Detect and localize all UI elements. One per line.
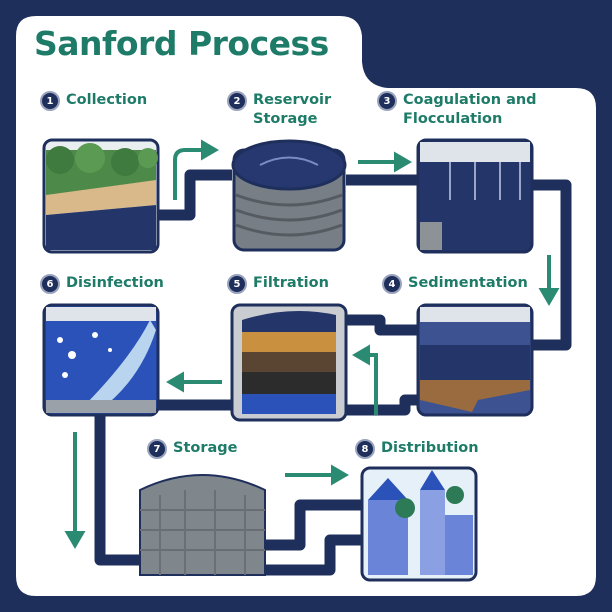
- step-label-line2: Storage: [253, 111, 318, 127]
- step-label: Sedimentation: [408, 275, 528, 291]
- disinfection-tank-image: [42, 303, 160, 417]
- step-label: Disinfection: [66, 275, 164, 291]
- step-filtration: 5 Filtration: [227, 274, 329, 294]
- step-label: Distribution: [381, 440, 479, 456]
- step-label: Filtration: [253, 275, 329, 291]
- pipes: [94, 169, 572, 576]
- coagulation-tank-image: [416, 138, 534, 254]
- step-number: 6: [40, 274, 60, 294]
- step-storage: 7 Storage: [147, 439, 238, 459]
- step-number: 1: [40, 91, 60, 111]
- step-disinfection: 6 Disinfection: [40, 274, 164, 294]
- step-number: 5: [227, 274, 247, 294]
- step-number: 8: [355, 439, 375, 459]
- step-distribution: 8 Distribution: [355, 439, 479, 459]
- step-label: Reservoir: [253, 92, 332, 108]
- storage-tank-image: [139, 474, 266, 576]
- collection-image: [42, 138, 160, 254]
- step-label: Collection: [66, 92, 148, 108]
- filtration-tank-image: [230, 303, 348, 422]
- step-label: Coagulation and: [403, 92, 537, 108]
- page-title: Sanford Process: [34, 24, 329, 63]
- step-number: 7: [147, 439, 167, 459]
- sedimentation-tank-image: [416, 303, 534, 417]
- flow-arrows: [64, 139, 560, 549]
- step-number: 2: [227, 91, 247, 111]
- step-number: 4: [382, 274, 402, 294]
- step-label: Storage: [173, 440, 238, 456]
- reservoir-tank-image: [231, 139, 347, 252]
- step-collection: 1 Collection: [40, 91, 147, 111]
- step-sedimentation: 4 Sedimentation: [382, 274, 528, 294]
- step-number: 3: [377, 91, 397, 111]
- step-label-line2: Flocculation: [403, 111, 503, 127]
- distribution-town-image: [360, 466, 478, 582]
